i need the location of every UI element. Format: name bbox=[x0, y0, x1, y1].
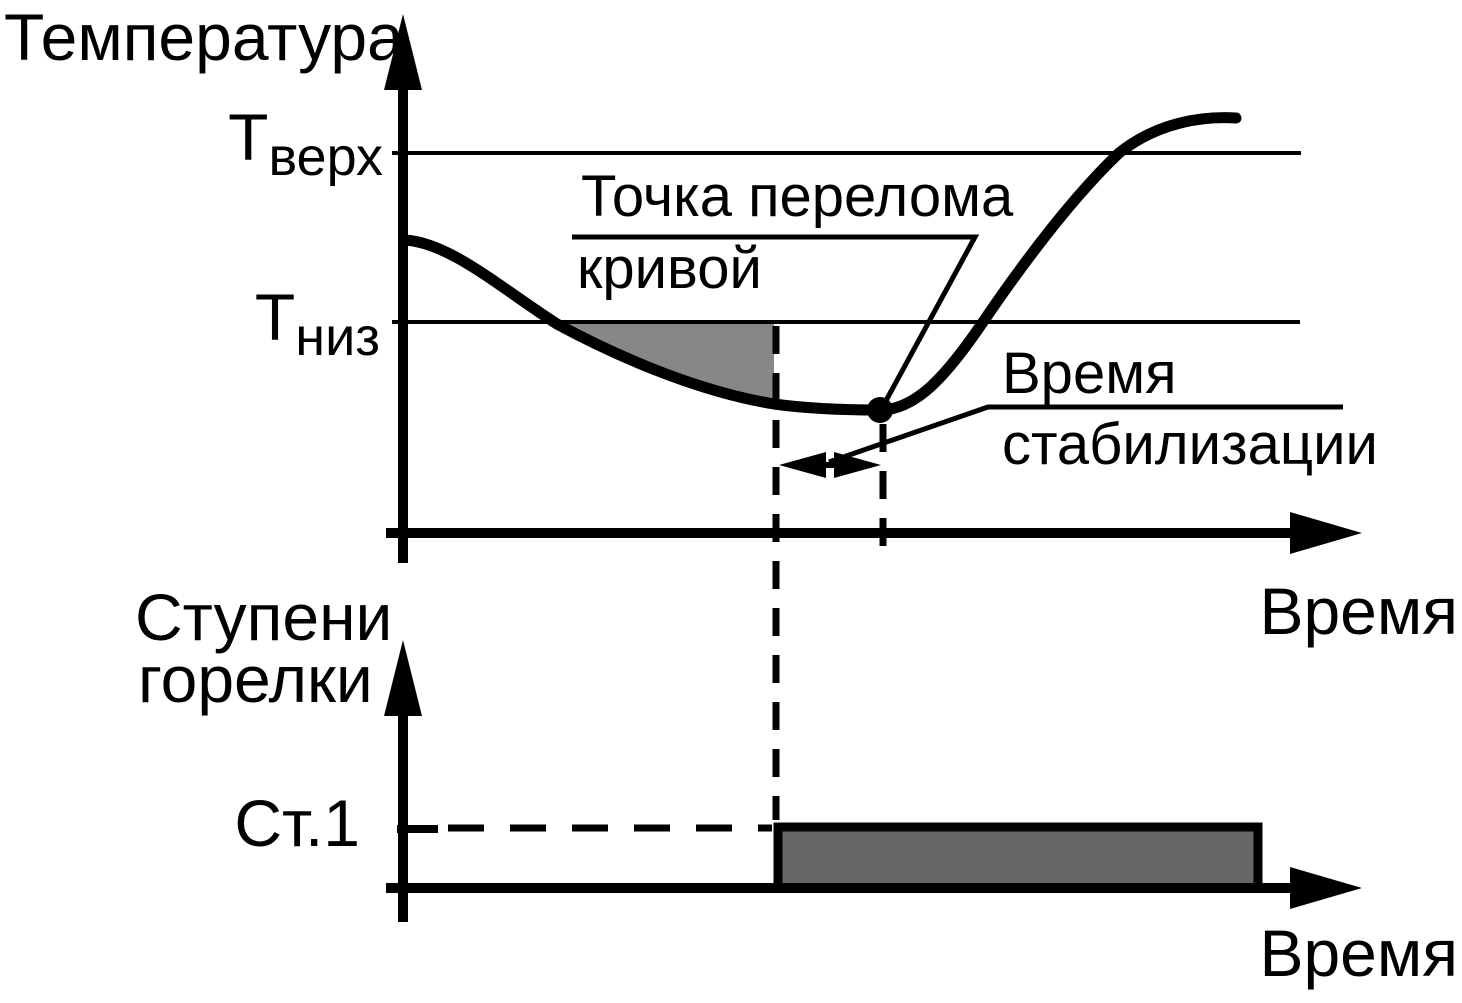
temperature-y-axis-arrowhead bbox=[384, 14, 422, 90]
stabilization-callout-line2: стабилизации bbox=[1002, 412, 1378, 477]
t-upper-subscript: верх bbox=[268, 127, 383, 187]
t-low-threshold-label: Тниз bbox=[255, 284, 380, 364]
burner-axis-title-line2: горелки bbox=[138, 642, 373, 716]
stabilization-callout-leader bbox=[828, 404, 1343, 465]
break-point-callout-leader bbox=[572, 234, 980, 410]
break-point-dot bbox=[867, 397, 893, 423]
t-low-subscript: низ bbox=[295, 307, 380, 367]
t-upper-threshold-label: Тверх bbox=[228, 104, 383, 184]
burner-axis-title-line1: Ступени bbox=[135, 580, 393, 654]
burner-time-axis-label: Время bbox=[1259, 916, 1458, 990]
shaded-area-below-t-low bbox=[557, 324, 774, 404]
stabilization-arrow-left-head bbox=[779, 452, 826, 478]
break-point-callout-line2: кривой bbox=[577, 236, 762, 301]
t-low-base: Т bbox=[254, 280, 296, 354]
stage1-label: Ст.1 bbox=[234, 786, 360, 860]
burner-x-axis-arrowhead bbox=[1290, 867, 1362, 909]
temperature-axis-title: Температура bbox=[4, 0, 404, 74]
t-upper-base: Т bbox=[228, 100, 269, 174]
break-point-callout-line1: Точка перелома bbox=[581, 164, 1014, 229]
stabilization-callout-line1: Время bbox=[1002, 341, 1177, 406]
temperature-time-axis-label: Время bbox=[1259, 574, 1458, 648]
burner-y-axis-arrowhead bbox=[384, 640, 422, 716]
temperature-x-axis-arrowhead bbox=[1290, 512, 1362, 554]
stage1-active-bar bbox=[773, 822, 1263, 893]
